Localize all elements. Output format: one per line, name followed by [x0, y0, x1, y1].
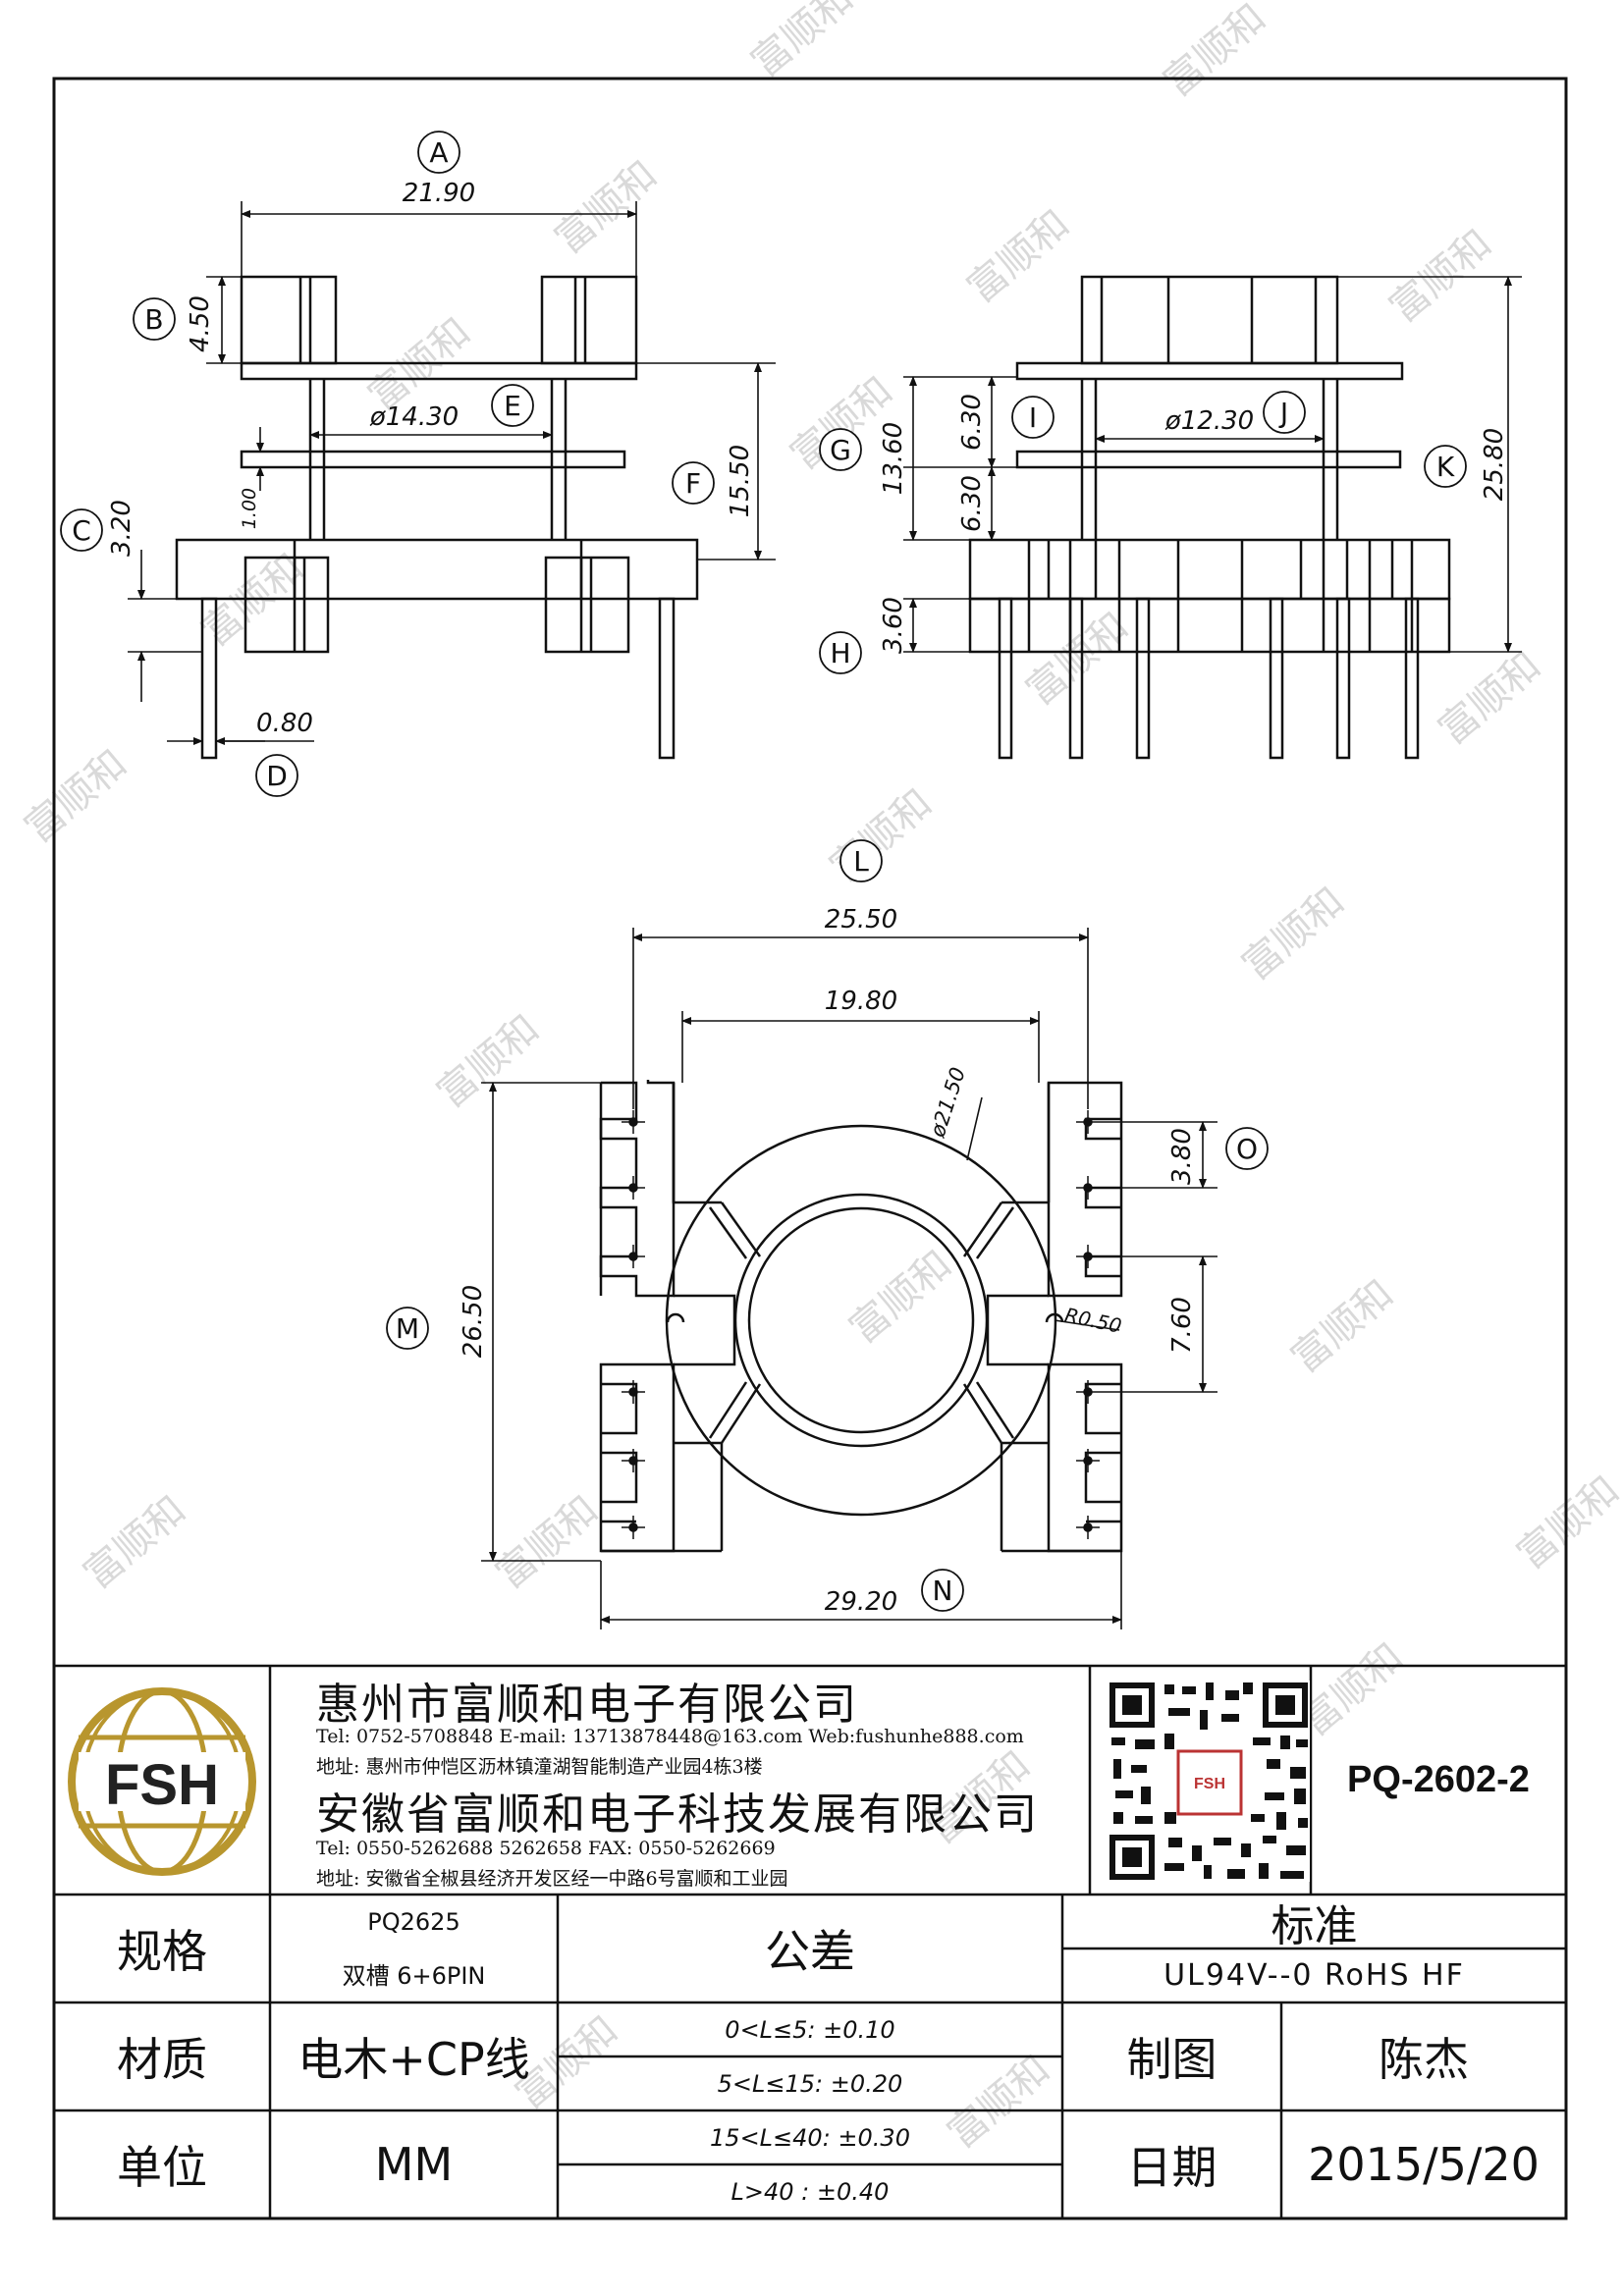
watermark: 富顺和 [841, 1242, 960, 1352]
title-block-lines [54, 1664, 1566, 2218]
watermark: 富顺和 [1156, 0, 1274, 106]
company-address-1: 地址: 惠州市仲恺区沥林镇潼湖智能制造产业园4栋3楼 [316, 1756, 763, 1778]
drawing-border [52, 77, 1568, 2220]
dim-c-value: 3.20 [107, 500, 136, 557]
top-view [599, 1080, 1123, 1553]
watermark: 富顺和 [959, 201, 1078, 311]
spec-label: 规格 [117, 1925, 207, 1978]
watermark: 富顺和 [76, 1487, 194, 1597]
dim-a-value: 21.90 [403, 179, 475, 208]
side-view-dimensions [903, 276, 1522, 653]
unit-value: MM [374, 2138, 454, 2191]
label-k: K [1436, 451, 1455, 483]
label-h: H [830, 637, 850, 669]
label-d: D [266, 760, 288, 792]
label-n: N [933, 1575, 953, 1607]
material-value: 电木+CP线 [298, 2033, 530, 2086]
drawn-label: 制图 [1126, 2033, 1217, 2086]
side-view-text: 13.60 6.30 6.30 3.60 ø12.30 25.80 [879, 394, 1509, 654]
dim-pitch-value: 7.60 [1167, 1297, 1197, 1354]
watermark: 富顺和 [1283, 1271, 1402, 1381]
dim-thickness-value: 1.00 [239, 488, 260, 529]
date-value: 2015/5/20 [1308, 2138, 1540, 2191]
label-j: J [1278, 397, 1288, 429]
label-g: G [830, 434, 851, 466]
dim-d-value: 0.80 [256, 709, 313, 738]
date-label: 日期 [1126, 2141, 1217, 2194]
watermark: 富顺和 [1431, 643, 1549, 753]
dim-i-value: 6.30 [957, 394, 987, 451]
dim-j-value: ø12.30 [1164, 406, 1254, 436]
top-view-dimensions [481, 928, 1217, 1629]
dim-radius-value: R0.50 [1062, 1303, 1123, 1338]
spec-value-model: PQ2625 [367, 1908, 460, 1936]
dim-n-value: 29.20 [825, 1587, 897, 1617]
label-f: F [685, 467, 701, 500]
company-name-2: 安徽省富顺和电子科技发展有限公司 [316, 1789, 1039, 1840]
front-view [175, 275, 699, 760]
top-view-pins [622, 1110, 1100, 1539]
dim-f-value: 15.50 [726, 445, 755, 517]
label-c: C [72, 514, 91, 547]
dim-l2-value: 19.80 [825, 987, 897, 1016]
side-view [968, 275, 1451, 760]
fsh-logo: FSH [68, 1687, 256, 1876]
watermark: 富顺和 [743, 0, 862, 86]
front-view-text: 21.90 4.50 ø14.30 15.50 1.00 3.20 0.80 [107, 179, 755, 738]
part-number: PQ-2602-2 [1347, 1759, 1530, 1800]
label-e: E [504, 390, 521, 422]
label-l: L [853, 845, 869, 878]
watermark: 富顺和 [429, 1006, 548, 1116]
tolerance-2: 5<L≤15: ±0.20 [717, 2069, 903, 2098]
company-name-1: 惠州市富顺和电子有限公司 [316, 1680, 858, 1730]
front-view-dimensions [128, 201, 776, 758]
standard-value: UL94V--0 RoHS HF [1163, 1958, 1465, 1993]
company-contact-2: Tel: 0550-5262688 5262658 FAX: 0550-5262… [316, 1838, 776, 1859]
dim-b-value: 4.50 [186, 295, 215, 352]
tolerance-label: 公差 [765, 1925, 855, 1978]
reference-labels [60, 131, 1467, 1612]
dim-l-value: 25.50 [825, 905, 897, 934]
dim-h-value: 3.60 [879, 597, 908, 654]
dim-g-value: 13.60 [879, 422, 908, 495]
watermark: 富顺和 [17, 741, 135, 851]
tolerance-1: 0<L≤5: ±0.10 [725, 2015, 895, 2044]
watermark: 富顺和 [547, 152, 666, 262]
logo-text: FSH [105, 1753, 219, 1817]
watermark: 富顺和 [488, 1487, 607, 1597]
spec-value-pins: 双槽 6+6PIN [342, 1961, 486, 1990]
qr-code: FSH [1108, 1681, 1310, 1882]
tolerance-3: 15<L≤40: ±0.30 [710, 2123, 910, 2152]
standard-label: 标准 [1271, 1900, 1358, 1951]
label-m: M [396, 1312, 419, 1345]
dim-k-value: 25.80 [1480, 428, 1509, 501]
dim-diameter-value: ø21.50 [925, 1064, 970, 1141]
dim-i2-value: 6.30 [957, 475, 987, 532]
label-o: O [1236, 1133, 1258, 1165]
dim-m-value: 26.50 [459, 1285, 488, 1358]
watermark: 富顺和 [1234, 879, 1353, 988]
unit-label: 单位 [117, 2141, 207, 2194]
reference-label-text: A B C D E F G H I J K L M N O [72, 136, 1455, 1607]
tolerance-4: L>40 : ±0.40 [730, 2177, 890, 2206]
dim-o-value: 3.80 [1167, 1128, 1197, 1185]
label-b: B [144, 303, 163, 336]
company-contact-1: Tel: 0752-5708848 E-mail: 13713878448@16… [316, 1726, 1024, 1747]
watermark: 富顺和 [822, 780, 941, 890]
dim-e-value: ø14.30 [369, 402, 459, 432]
label-i: I [1029, 401, 1037, 434]
drawn-value: 陈杰 [1379, 2033, 1469, 2086]
company-address-2: 地址: 安徽省全椒县经济开发区经一中路6号富顺和工业园 [316, 1868, 788, 1890]
label-a: A [429, 136, 448, 169]
material-label: 材质 [117, 2033, 207, 2086]
qr-badge-text: FSH [1194, 1776, 1225, 1792]
